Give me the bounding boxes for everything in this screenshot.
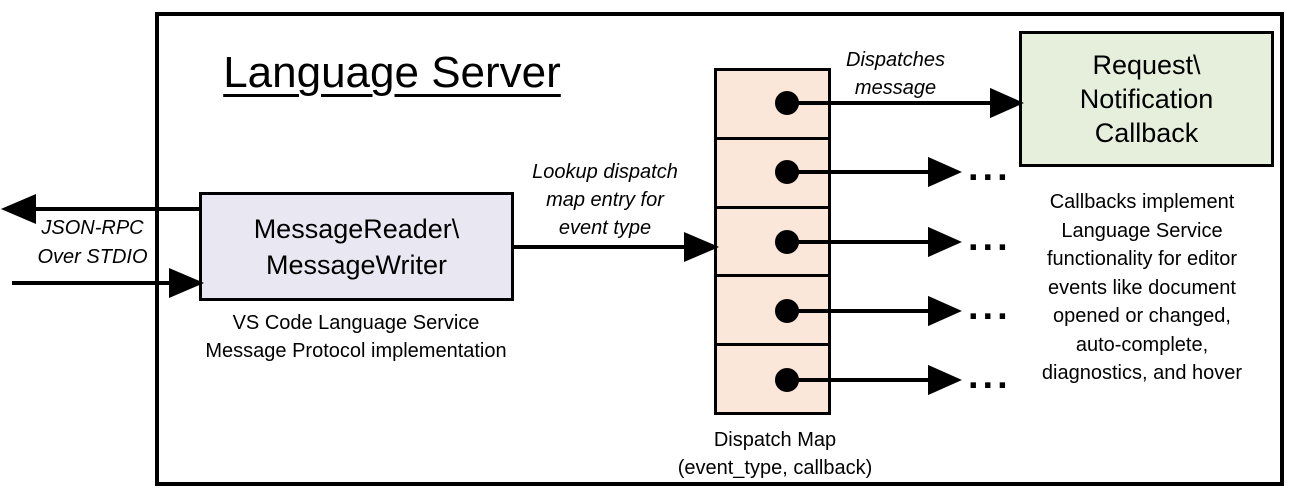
json-rpc-stdio-label: JSON-RPC Over STDIO [15,214,170,272]
dispatch-map-cell [717,209,828,278]
dispatch-map-cell [717,140,828,209]
dispatches-label-line2: message [854,77,937,99]
callbacks-note-line: events like document [1048,276,1236,299]
stdio-label-line1: JSON-RPC [41,217,144,239]
stdio-label-line2: Over STDIO [37,246,148,268]
dispatch-map-caption: Dispatch Map (event_type, callback) [655,426,895,482]
callbacks-note-line: Callbacks implement [1049,191,1235,213]
callbacks-note: Callbacks implement Language Service fun… [1012,188,1272,388]
callback-box-line3: Callback [1094,118,1199,148]
message-reader-writer-box: MessageReader\ MessageWriter [199,192,514,301]
dispatch-map-cell [717,277,828,347]
reader-box-line1: MessageReader\ [253,213,460,244]
dispatch-map-cell [717,346,828,412]
lookup-dispatch-label: Lookup dispatch map entry for event type [500,158,710,242]
dispatch-map-caption-line1: Dispatch Map [713,429,837,451]
lookup-label-line3: event type [558,217,652,239]
lookup-label-line1: Lookup dispatch [532,161,678,183]
reader-box-line2: MessageWriter [265,249,448,280]
callback-box-line1: Request\ [1092,50,1201,80]
request-notification-callback-box: Request\ Notification Callback [1019,31,1274,167]
callbacks-note-line: diagnostics, and hover [1041,362,1243,384]
reader-caption: VS Code Language Service Message Protoco… [176,309,536,365]
dispatches-label-line1: Dispatches [846,49,945,71]
dispatch-map-caption-line2: (event_type, callback) [677,457,873,479]
lookup-label-line2: map entry for [546,189,664,211]
callbacks-note-line: functionality for editor [1046,248,1238,270]
dispatch-map-cell [717,71,828,140]
language-server-boundary-box [155,12,1284,486]
callbacks-note-line: Language Service [1061,219,1223,242]
diagram-title: Language Server [223,48,561,97]
reader-caption-line2: Message Protocol implementation [205,340,507,362]
callbacks-note-line: opened or changed, [1053,305,1231,327]
dispatches-message-label: Dispatches message [818,46,973,102]
reader-caption-line1: VS Code Language Service [232,312,480,334]
callback-box-line2: Notification [1079,84,1214,114]
dispatch-map-box [714,68,831,415]
callbacks-note-line: auto-complete, [1075,333,1209,356]
